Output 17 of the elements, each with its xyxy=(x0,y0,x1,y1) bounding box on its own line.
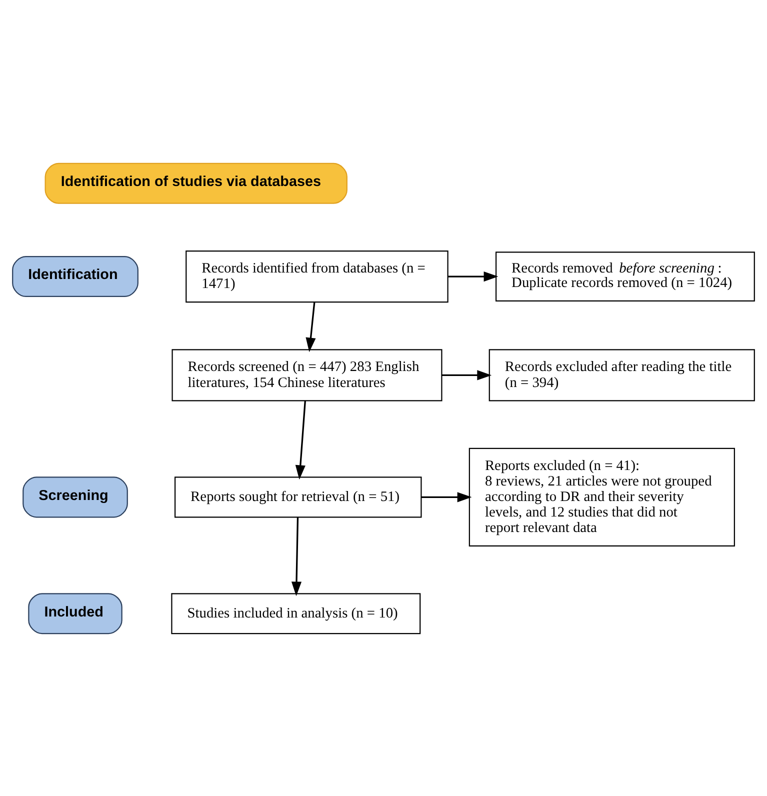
arrow xyxy=(442,370,492,380)
node-box: Identification xyxy=(12,256,138,297)
node-box: Studies included in analysis (n = 10) xyxy=(171,592,421,634)
arrow xyxy=(421,492,472,502)
node-box: Records excluded after reading the title (n = 394) xyxy=(488,348,755,401)
arrow xyxy=(448,270,498,282)
node-box: Identification of studies via databases xyxy=(44,162,348,204)
node-box: Reports excluded (n = 41): 8 reviews, 21 articles were not grouped according to DR and their severity levels, and 12 studies that did not report relevant data xyxy=(468,447,735,546)
node-box: Records screened (n = 447) 283 English literatures, 154 Chinese literatures xyxy=(172,348,442,401)
node-box: Reports sought for retrieval (n = 51) xyxy=(174,476,422,518)
node-box: Records removed before screening: Duplicate records removed (n = 1024) xyxy=(496,251,755,301)
node-box: Included xyxy=(28,592,122,634)
node-box: Records identified from databases (n = 1471) xyxy=(186,250,448,302)
arrow xyxy=(306,302,316,352)
arrow xyxy=(295,400,306,480)
node-box: Screening xyxy=(22,476,128,518)
arrow xyxy=(291,516,302,596)
